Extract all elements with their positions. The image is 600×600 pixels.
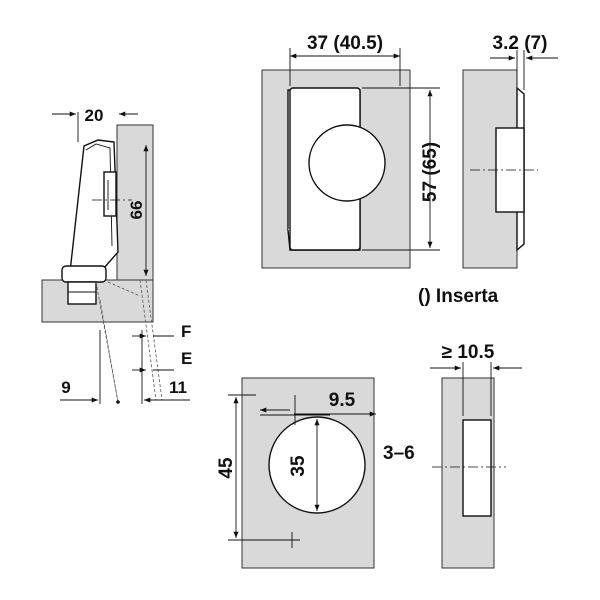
dim-right-offset: 11 [169, 378, 187, 397]
hinge-cup [61, 265, 107, 305]
dim-left-offset: 9 [61, 378, 70, 397]
boring-view: 9.5 35 45 3–6 [216, 377, 415, 569]
dim-thickness: 3.2 (7) [493, 33, 548, 54]
dim-min-depth: ≥ 10.5 [442, 342, 495, 363]
dim-boring-offset: 9.5 [329, 390, 356, 411]
profile-view: 3.2 (7) () Inserta [418, 33, 558, 307]
side-view: 20 66 F E 9 11 [41, 106, 192, 404]
dim-cup-width: 37 (40.5) [307, 33, 383, 54]
dim-side-height: 66 [127, 201, 146, 220]
cup-recess [308, 124, 386, 202]
dim-side-width: 20 [85, 106, 104, 125]
boring-section: ≥ 10.5 [430, 342, 522, 569]
dim-boring-depth: 3–6 [383, 443, 415, 464]
section-cup [462, 419, 492, 517]
dim-cup-height: 57 (65) [420, 142, 441, 202]
dim-e-label: E [181, 349, 192, 368]
dim-f-label: F [181, 322, 191, 341]
dim-boring-spacing: 45 [216, 457, 237, 479]
dim-boring-diameter: 35 [288, 455, 309, 477]
hinge-arm [69, 139, 132, 273]
door-panel [41, 279, 154, 323]
inserta-note: () Inserta [418, 286, 499, 307]
front-view: 37 (40.5) 57 (65) [261, 33, 441, 269]
